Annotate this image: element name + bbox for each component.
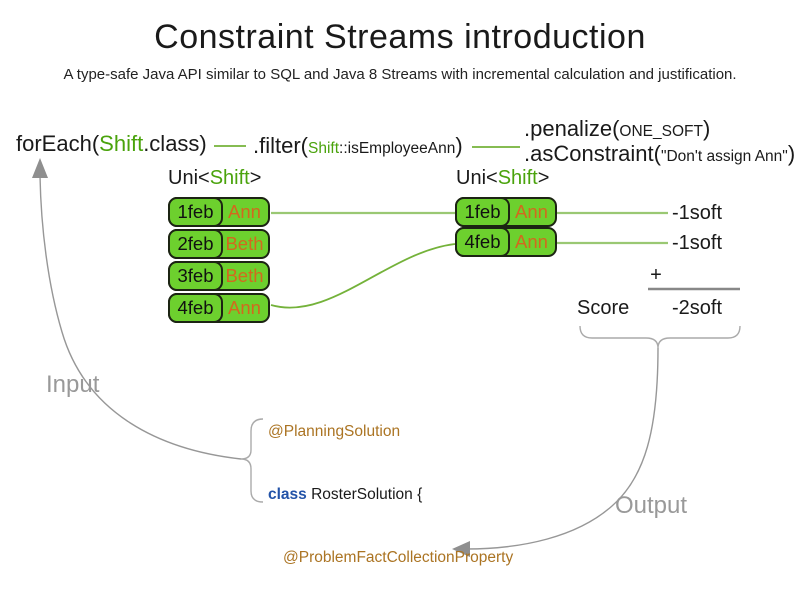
left-shift-row: 4feb Ann	[168, 293, 270, 323]
asconstraint-suffix: )	[787, 141, 796, 166]
asconstraint-arg: "Don't assign Ann"	[660, 148, 788, 165]
shift-employee: Ann	[515, 201, 548, 222]
foreach-prefix: forEach(	[16, 131, 100, 156]
right-uni-suffix: >	[537, 167, 550, 189]
left-shift-row: 2feb Beth	[168, 229, 270, 259]
code-line: @PlanningSolution	[268, 421, 524, 442]
annotation-planning-solution: @PlanningSolution	[268, 423, 401, 440]
left-uni-prefix: Uni<	[168, 167, 210, 189]
shift-employee: Ann	[228, 297, 261, 318]
penalize-prefix: .penalize(	[524, 116, 620, 141]
shift-date-chip: 1feb	[168, 197, 223, 227]
asconstraint-prefix: .asConstraint(	[524, 141, 661, 166]
filter-prefix: .filter(	[253, 133, 308, 158]
shift-employee: Ann	[228, 201, 261, 222]
output-arrowhead-icon	[452, 541, 470, 557]
score-value: -2soft	[671, 297, 723, 319]
filter-type: Shift	[308, 140, 340, 157]
shift-date-chip: 4feb	[455, 227, 510, 257]
right-shift-row: 1feb Ann	[455, 197, 557, 227]
filter-suffix: )	[455, 133, 463, 158]
left-stream-label: Uni<Shift>	[168, 167, 261, 190]
right-shift-row: 4feb Ann	[455, 227, 557, 257]
penalty-label: -1soft	[672, 232, 723, 254]
row4-join-curve	[270, 243, 456, 309]
shift-employee: Ann	[515, 231, 548, 252]
shift-employee: Beth	[225, 233, 264, 254]
left-shift-row: 1feb Ann	[168, 197, 270, 227]
penalize-expression: .penalize(ONE_SOFT)	[524, 116, 710, 142]
output-label: Output	[615, 492, 688, 519]
input-curve	[39, 175, 242, 460]
class-declaration: RosterSolution {	[306, 486, 423, 503]
penalize-suffix: )	[702, 116, 711, 141]
right-uni-type: Shift	[497, 167, 538, 189]
page-title: Constraint Streams introduction	[154, 18, 646, 56]
filter-method: ::isEmployeeAnn	[339, 140, 456, 157]
roster-solution-code: @PlanningSolution class RosterSolution {…	[268, 379, 524, 600]
foreach-expression: forEach(Shift.class)	[16, 131, 207, 157]
output-curve	[465, 347, 659, 550]
shift-date-chip: 2feb	[168, 229, 223, 259]
shift-date-chip: 4feb	[168, 293, 223, 323]
shift-date-chip: 3feb	[168, 261, 223, 291]
filter-expression: .filter(Shift::isEmployeeAnn)	[253, 133, 463, 159]
left-uni-type: Shift	[209, 167, 250, 189]
foreach-suffix: .class)	[143, 131, 207, 156]
shift-employee: Beth	[225, 265, 264, 286]
right-uni-prefix: Uni<	[456, 167, 498, 189]
page-subtitle: A type-safe Java API similar to SQL and …	[63, 66, 737, 83]
left-uni-suffix: >	[249, 167, 262, 189]
penalty-label: -1soft	[672, 202, 723, 224]
left-shift-row: 3feb Beth	[168, 261, 270, 291]
code-line: @ProblemFactCollectionProperty	[268, 547, 524, 568]
score-bracket	[579, 325, 741, 349]
input-label: Input	[46, 371, 100, 398]
input-brace	[240, 418, 264, 503]
right-stream-label: Uni<Shift>	[456, 167, 549, 190]
shift-date-chip: 1feb	[455, 197, 510, 227]
sum-operator: +	[650, 264, 662, 286]
penalize-arg: ONE_SOFT	[619, 123, 703, 140]
input-arrowhead-icon	[32, 158, 48, 178]
foreach-type: Shift	[99, 131, 144, 156]
score-label: Score	[577, 297, 630, 319]
asconstraint-expression: .asConstraint("Don't assign Ann")	[524, 141, 795, 167]
keyword-class: class	[268, 486, 307, 503]
annotation-problem-fact: @ProblemFactCollectionProperty	[283, 549, 514, 566]
code-line: class RosterSolution {	[268, 484, 524, 505]
